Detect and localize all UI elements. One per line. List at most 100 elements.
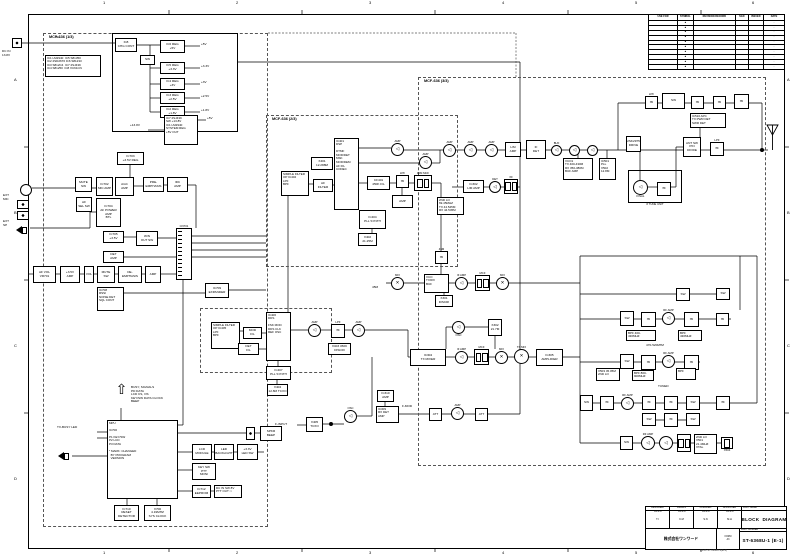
zone-col-top: 1 <box>103 0 106 5</box>
if-45m-label: 45M <box>372 285 379 289</box>
lpf5-filter: ≈LPF <box>645 93 658 109</box>
amp7-circle: ◁AMP <box>485 141 498 157</box>
part-number-cell: PART NUMBER ST-6368U-1 (E-1) <box>740 529 786 550</box>
ant-junction <box>760 148 764 152</box>
led-sw-block: +3.3V LED SW <box>237 444 258 460</box>
rx-det-block: IC309 RX DET AMP <box>376 406 399 423</box>
osc1-circle: ◁OSC <box>344 407 357 423</box>
af-amp-block: +3.5V AMP <box>60 266 80 283</box>
revision-header: SGD <box>735 14 749 21</box>
if-amp2-circle: ◁IF AMP <box>455 348 468 364</box>
final-circle: ◁FINAL <box>633 180 648 197</box>
bpf6-filter: ≈ <box>600 396 614 410</box>
bank-sw4-block: SW <box>620 354 634 369</box>
reg-3v-block: IC4 REG +3V <box>160 78 185 90</box>
mute-sw-block: MUTE SW <box>75 177 92 192</box>
af-filter-block: AF FILTER <box>313 179 333 192</box>
tx-amp-block: IC305 AMPLIFIER <box>536 349 563 366</box>
expander-block: IC709 EXPANDER <box>205 283 229 298</box>
io-arrow-block: DC IN SW 8V PTT OUT ⇨ <box>214 485 242 498</box>
x405-block: X405 TCXO <box>306 417 323 432</box>
sp-jack <box>17 211 29 220</box>
bpf45-filter: ≈45M <box>435 248 448 264</box>
beep-sp-symbol <box>58 450 72 462</box>
antenna-icon <box>766 124 779 150</box>
lcd-module-block: LCD MODULE <box>192 444 212 460</box>
reg-5v-block: IC6 REG +5V <box>160 40 185 53</box>
drive-block: 2SK2975 DRIVE <box>626 136 641 152</box>
bpf4-filter: ≈ <box>641 355 656 370</box>
mcf450-filter: MCF <box>475 272 490 291</box>
bplus-label: B+ <box>56 35 60 39</box>
mcf45-2-filter: MCF <box>474 346 489 365</box>
zone-row-left: D <box>14 476 17 481</box>
amp2-circle: ◁AMP <box>419 153 432 169</box>
if-det-block: IF DET <box>526 140 546 159</box>
sys-clock-block: X700 4.19MHZ SYS CLOCK <box>144 505 171 521</box>
lim-amp3-block: LIM AMP <box>505 142 521 157</box>
part-name-value: BLOCK DIAGRAM <box>742 516 786 522</box>
xf1-filter: XF <box>504 176 518 194</box>
out-2v5-label: +2.5V <box>201 94 210 98</box>
osc2-circle: ◁OSC <box>452 321 465 336</box>
zone-row-right: B <box>787 210 790 215</box>
drawing-frame <box>28 14 785 549</box>
revision-cell-symbol: ▲ <box>677 64 694 70</box>
amp6-circle: ◁AMP <box>464 141 477 157</box>
unit-dsp: MCF-636 (2/3) <box>266 115 458 267</box>
zone-row-left: B <box>14 210 17 215</box>
zone-col-bottom: 4 <box>502 550 505 555</box>
pre-emphasis-block: PRE- EMPHASIS <box>143 177 164 192</box>
pll3-block: IC501 PLL X502 12.8M <box>599 158 616 180</box>
lo2-xtal-block: 2ND LO X501 21.4MHZ XTAL <box>694 434 717 454</box>
company-note: FORM A3 <box>717 528 740 549</box>
amp3-circle: ◁AMP <box>308 321 321 337</box>
revision-cell-record <box>692 64 737 70</box>
apc-det-block: IC510 APC TX PWR DET SWR DET <box>690 113 726 128</box>
pll2-block: IC407 PLL SYNTH <box>266 366 291 380</box>
revision-cell-issued <box>747 64 765 70</box>
mcf45m-filter: 45M MCF <box>414 172 432 191</box>
mix2-circle: ✕MIX <box>496 274 509 290</box>
cn701-connector: CN701 <box>176 225 192 280</box>
zone-row-right: A <box>787 77 790 82</box>
simple-filter2-block: SIMPLE FILTER OP IC405 LPF BPF <box>211 322 240 349</box>
footer-print: 03.06 ST-6368U-1(E-1) <box>700 549 727 552</box>
unit-rf: MCF-636 (3/3) <box>418 77 766 466</box>
f-input-label: F-INPUT <box>275 422 288 426</box>
revision-row: ▲ · · <box>647 64 785 70</box>
out-5v-label: +5V <box>201 42 207 46</box>
det-amp-block: DET AMP <box>103 251 124 263</box>
rf-amp2-circle: ◁RF AMP <box>662 352 675 368</box>
bpf9-filter: ≈ <box>716 396 730 410</box>
bpf-label2: BPF 430MHZ <box>678 330 702 341</box>
system-reg-block: IC7 2SJ439 SW +13.8V IC1 LM2940 SYSTEM R… <box>164 115 198 145</box>
buzzer-symbol <box>246 427 255 440</box>
simple-filter1-block: SIMPLE FILTER OP IC402 LPF BPF <box>281 171 309 196</box>
mic-jack <box>17 200 29 209</box>
out-1v8-label: +1.8V <box>201 108 210 112</box>
buf2-circle: ◁ <box>569 145 580 156</box>
bank-sw1-block: SW <box>676 288 690 301</box>
x302-block: X302 21.7M <box>488 319 502 336</box>
xtal1-symbol: X504 <box>721 437 733 451</box>
part-number-value: ST-6368U-1 (E-1) <box>742 538 784 544</box>
if-amp1-circle: ◁IF AMP <box>455 274 468 290</box>
reg-3v5b-block: IC705 +3.5V <box>103 231 124 243</box>
led-backlight-block: LED BACKLIGHT <box>214 444 234 460</box>
in-13v8-label: +13.8V <box>130 123 140 127</box>
rf-amp3-circle: ◁RF AMP <box>621 394 634 410</box>
vol-pot-block: VOL <box>84 266 94 283</box>
revision-cell-date: · · <box>763 64 785 70</box>
tx-mix-circle: ✕TX MIX <box>514 346 529 364</box>
idc-amp-block: IDC AMP <box>167 177 188 192</box>
reset-det-block: IC710 RESET DETECTOR <box>114 505 139 521</box>
zone-row-right: C <box>787 343 790 348</box>
zone-col-top: 4 <box>502 0 505 5</box>
af-vol-block: AF VOL VR701 <box>33 266 56 283</box>
